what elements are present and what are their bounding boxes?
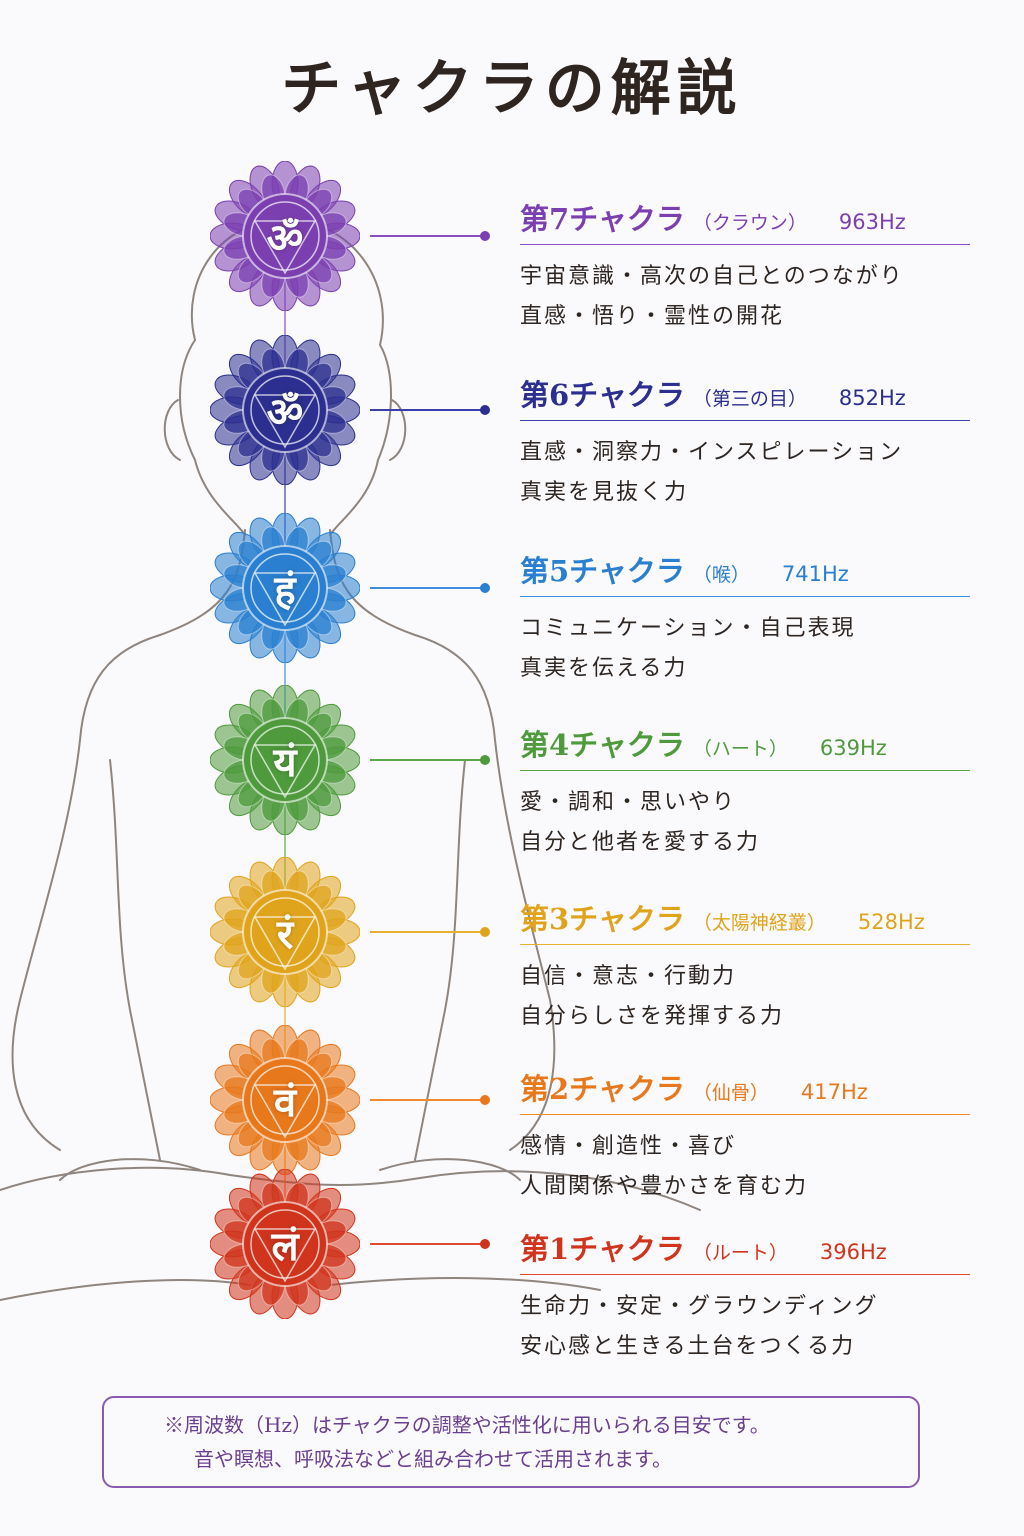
description-line: 宇宙意識・高次の自己とのつながり — [520, 264, 904, 289]
description-line: 自信・意志・行動力 — [520, 964, 737, 989]
chakra-7-lotus-icon: ॐ — [210, 161, 360, 311]
description-line: 安心感と生きる土台をつくる力 — [520, 1334, 856, 1359]
leader-dot — [480, 405, 490, 415]
chakra-5-info: 第5チャクラ （喉） 741Hz コミュニケーション・自己表現真実を伝える力 — [520, 548, 970, 689]
leader-dot — [480, 1095, 490, 1105]
chakra-subtitle: （太陽神経叢） — [692, 912, 826, 934]
spine-connector — [284, 410, 286, 588]
chakra-subtitle: （第三の目） — [692, 388, 807, 410]
chakra-2-leader-line — [370, 1095, 490, 1105]
chakra-frequency: 852Hz — [838, 386, 906, 410]
chakra-name: 第7チャクラ — [520, 202, 685, 236]
info-header: 第6チャクラ （第三の目） 852Hz — [520, 372, 970, 421]
chakra-4-lotus-icon: यं — [210, 685, 360, 835]
chakra-description: 自信・意志・行動力自分らしさを発揮する力 — [520, 957, 970, 1037]
leader-dot — [480, 927, 490, 937]
description-line: 生命力・安定・グラウンディング — [520, 1294, 879, 1319]
description-line: 感情・創造性・喜び — [520, 1134, 737, 1159]
chakra-description: 愛・調和・思いやり自分と他者を愛する力 — [520, 783, 970, 863]
chakra-4-glyph: यं — [273, 739, 297, 786]
leader-dot — [480, 755, 490, 765]
chakra-5-lotus-icon: हं — [210, 513, 360, 663]
spine-connector — [284, 932, 286, 1100]
chakra-description: コミュニケーション・自己表現真実を伝える力 — [520, 609, 970, 689]
leader-dot — [480, 1239, 490, 1249]
chakra-description: 感情・創造性・喜び人間関係や豊かさを育む力 — [520, 1127, 970, 1207]
chakra-5-leader-line — [370, 583, 490, 593]
description-line: 人間関係や豊かさを育む力 — [520, 1174, 809, 1199]
footnote-line2: 音や瞑想、呼吸法などと組み合わせて活用されます。 — [194, 1447, 672, 1471]
chakra-3-glyph: रं — [276, 911, 294, 958]
chakra-name: 第3チャクラ — [520, 902, 685, 936]
spine-connector — [284, 588, 286, 760]
chakra-7-leader-line — [370, 231, 490, 241]
chakra-6-glyph: ॐ — [266, 389, 304, 436]
description-line: 愛・調和・思いやり — [520, 790, 737, 815]
description-line: 自分らしさを発揮する力 — [520, 1004, 785, 1029]
chakra-subtitle: （喉） — [692, 564, 750, 586]
chakra-1-lotus-icon: लं — [210, 1169, 360, 1319]
chakra-name: 第1チャクラ — [520, 1232, 685, 1266]
chakra-frequency: 741Hz — [781, 562, 849, 586]
chakra-2-glyph: वं — [273, 1079, 297, 1126]
chakra-1-glyph: लं — [271, 1223, 299, 1270]
chakra-name: 第6チャクラ — [520, 378, 685, 412]
chakra-6-info: 第6チャクラ （第三の目） 852Hz 直感・洞察力・インスピレーション真実を見抜く力 — [520, 372, 970, 513]
chakra-description: 生命力・安定・グラウンディング安心感と生きる土台をつくる力 — [520, 1287, 970, 1367]
chakra-frequency: 639Hz — [819, 736, 887, 760]
info-header: 第1チャクラ （ルート） 396Hz — [520, 1226, 970, 1275]
chakra-2-lotus-icon: वं — [210, 1025, 360, 1175]
chakra-frequency: 396Hz — [819, 1240, 887, 1264]
chakra-3-leader-line — [370, 927, 490, 937]
chakra-frequency: 528Hz — [857, 910, 925, 934]
chakra-subtitle: （ルート） — [692, 1242, 788, 1264]
chakra-2-info: 第2チャクラ （仙骨） 417Hz 感情・創造性・喜び人間関係や豊かさを育む力 — [520, 1066, 970, 1207]
page-title: チャクラの解説 — [281, 54, 743, 124]
chakra-1-leader-line — [370, 1239, 490, 1249]
description-line: 自分と他者を愛する力 — [520, 830, 761, 855]
chakra-subtitle: （ハート） — [692, 738, 788, 760]
chakra-3-lotus-icon: रं — [210, 857, 360, 1007]
spine-connector — [284, 236, 286, 410]
chakra-name: 第4チャクラ — [520, 728, 685, 762]
chakra-4-info: 第4チャクラ （ハート） 639Hz 愛・調和・思いやり自分と他者を愛する力 — [520, 722, 970, 863]
info-header: 第5チャクラ （喉） 741Hz — [520, 548, 970, 597]
footnote-box: ※周波数（Hz）はチャクラの調整や活性化に用いられる目安です。 音や瞑想、呼吸法… — [102, 1396, 920, 1488]
chakra-subtitle: （クラウン） — [692, 212, 807, 234]
chakra-6-lotus-icon: ॐ — [210, 335, 360, 485]
info-header: 第4チャクラ （ハート） 639Hz — [520, 722, 970, 771]
chakra-5-glyph: हं — [274, 567, 296, 614]
chakra-name: 第5チャクラ — [520, 554, 685, 588]
chakra-subtitle: （仙骨） — [692, 1082, 769, 1104]
description-line: 直感・洞察力・インスピレーション — [520, 440, 904, 465]
chakra-frequency: 963Hz — [838, 210, 906, 234]
info-header: 第2チャクラ （仙骨） 417Hz — [520, 1066, 970, 1115]
leader-dot — [480, 231, 490, 241]
leader-dot — [480, 583, 490, 593]
chakra-7-info: 第7チャクラ （クラウン） 963Hz 宇宙意識・高次の自己とのつながり直感・悟り・霊… — [520, 196, 970, 337]
chakra-description: 宇宙意識・高次の自己とのつながり直感・悟り・霊性の開花 — [520, 257, 970, 337]
chakra-frequency: 417Hz — [800, 1080, 868, 1104]
description-line: コミュニケーション・自己表現 — [520, 616, 856, 641]
description-line: 真実を見抜く力 — [520, 480, 689, 505]
chakra-7-glyph: ॐ — [266, 215, 304, 262]
chakra-name: 第2チャクラ — [520, 1072, 685, 1106]
info-header: 第7チャクラ （クラウン） 963Hz — [520, 196, 970, 245]
info-header: 第3チャクラ （太陽神経叢） 528Hz — [520, 896, 970, 945]
spine-connector — [284, 760, 286, 932]
description-line: 直感・悟り・霊性の開花 — [520, 304, 785, 329]
chakra-description: 直感・洞察力・インスピレーション真実を見抜く力 — [520, 433, 970, 513]
footnote-line1: ※周波数（Hz）はチャクラの調整や活性化に用いられる目安です。 — [164, 1413, 770, 1437]
chakra-6-leader-line — [370, 405, 490, 415]
chakra-3-info: 第3チャクラ （太陽神経叢） 528Hz 自信・意志・行動力自分らしさを発揮する力 — [520, 896, 970, 1037]
chakra-1-info: 第1チャクラ （ルート） 396Hz 生命力・安定・グラウンディング安心感と生きる土台… — [520, 1226, 970, 1367]
description-line: 真実を伝える力 — [520, 656, 688, 681]
chakra-4-leader-line — [370, 755, 490, 765]
